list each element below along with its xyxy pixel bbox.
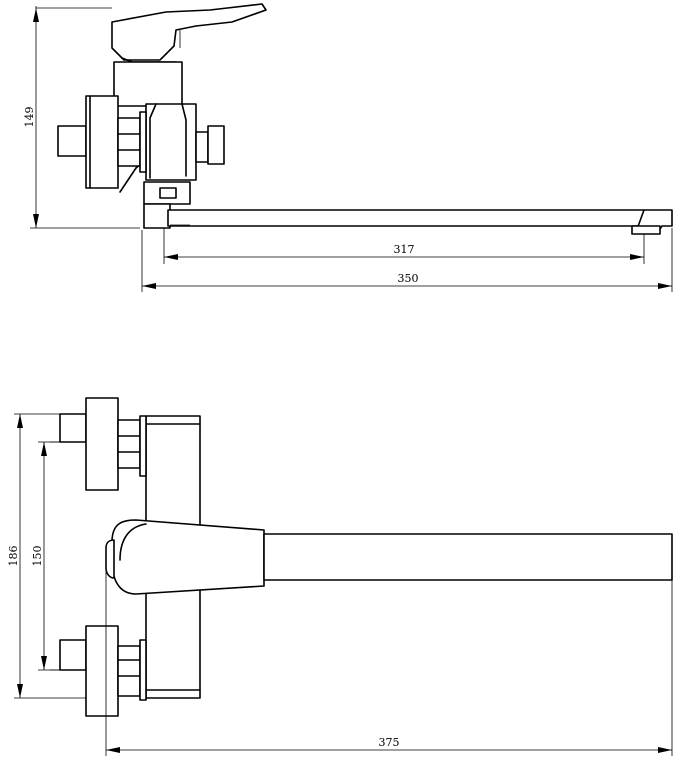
spout — [167, 209, 673, 235]
lever-handle — [111, 3, 267, 63]
right-inlet-stub — [195, 125, 225, 165]
side-view: 149 — [23, 3, 673, 292]
overall-length-label: 350 — [398, 272, 419, 285]
left-eccentric-connector — [57, 95, 147, 189]
spout-plan — [263, 533, 673, 581]
height-dimension: 149 — [23, 6, 140, 229]
overall-length-dimension: 350 — [141, 228, 673, 292]
inlet-spacing-label: 150 — [31, 546, 44, 567]
total-length-label: 375 — [379, 736, 400, 749]
overall-width-label: 186 — [7, 546, 20, 567]
spout-reach-dimension: 317 — [163, 228, 645, 264]
spout-reach-label: 317 — [394, 243, 415, 256]
cartridge-housing — [113, 61, 183, 107]
lever-handle-plan — [105, 519, 265, 595]
total-length-dimension: 375 — [105, 560, 673, 756]
upper-inlet-connector — [59, 397, 147, 491]
inlet-spacing-dimension: 150 — [31, 441, 60, 671]
top-view: 186 150 — [7, 397, 673, 756]
height-dimension-label: 149 — [23, 107, 36, 128]
lower-inlet-connector — [59, 625, 147, 717]
